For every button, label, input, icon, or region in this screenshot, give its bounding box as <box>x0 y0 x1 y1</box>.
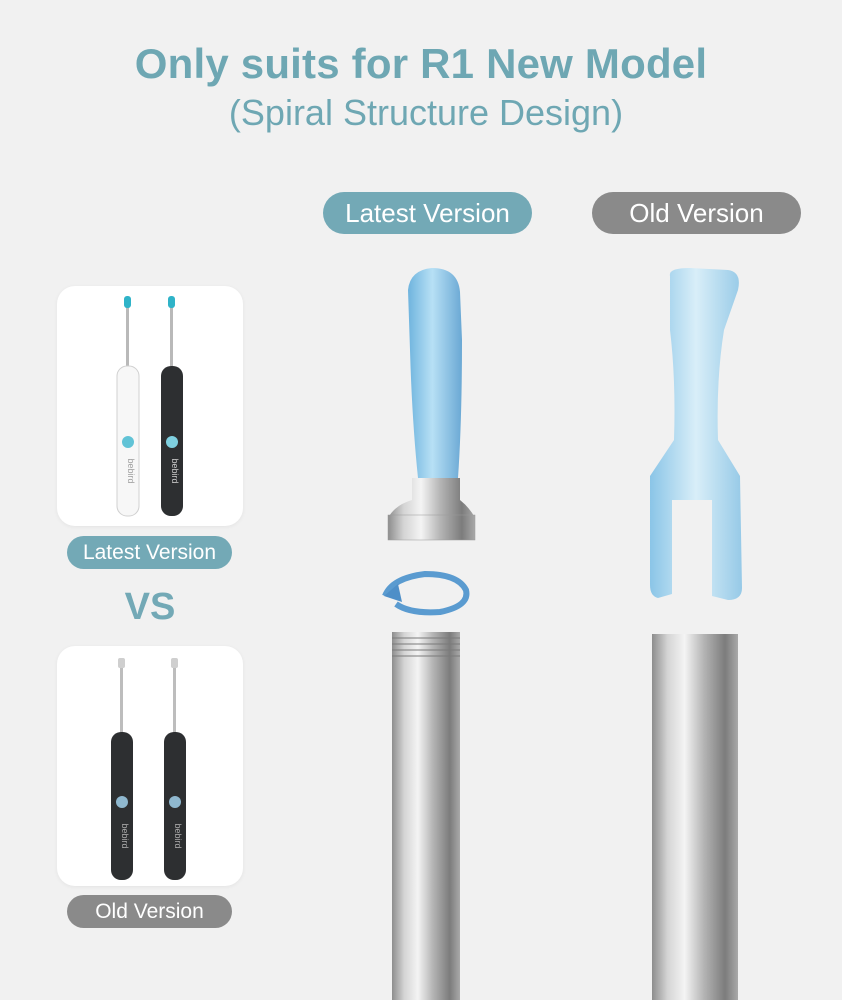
old-products-image: bebird bebird <box>111 658 186 880</box>
black-otoscope: bebird <box>161 296 183 516</box>
black-brand-text: bebird <box>170 458 180 483</box>
latest-products-card: bebird bebird <box>57 286 243 526</box>
page-title: Only suits for R1 New Model <box>134 40 708 87</box>
old-right-brand-text: bebird <box>173 823 183 848</box>
black-otoscope-right: bebird <box>164 658 186 880</box>
old-push-tip <box>650 268 742 600</box>
old-products-card: bebird bebird <box>57 646 243 886</box>
old-version-label: Old Version <box>67 895 232 928</box>
old-left-brand-text: bebird <box>120 823 130 848</box>
latest-version-label: Latest Version <box>67 536 232 569</box>
latest-threaded-shaft <box>392 632 460 1000</box>
page-subtitle: (Spiral Structure Design) <box>228 92 624 133</box>
old-plain-shaft <box>652 634 738 1000</box>
black-otoscope-left: bebird <box>111 658 133 880</box>
latest-products-image: bebird bebird <box>116 296 183 517</box>
old-version-badge: Old Version <box>592 192 801 234</box>
latest-spiral-tip <box>387 268 476 541</box>
vs-label: VS <box>124 586 176 628</box>
latest-version-badge: Latest Version <box>323 192 532 234</box>
white-otoscope: bebird <box>116 296 140 517</box>
white-brand-text: bebird <box>126 458 136 483</box>
rotate-arrow-icon <box>382 570 470 616</box>
